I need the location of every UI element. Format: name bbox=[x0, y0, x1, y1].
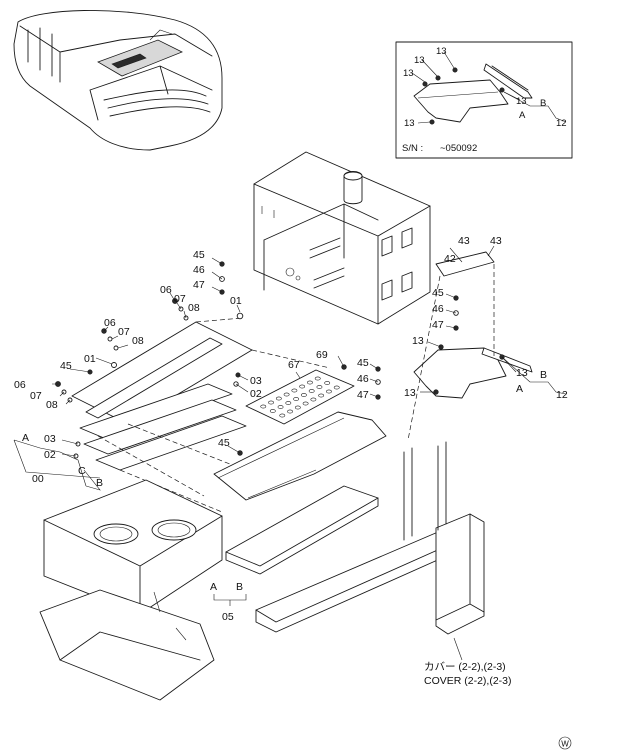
callout-01: 01 bbox=[230, 295, 242, 307]
perforation-hole bbox=[310, 397, 317, 402]
callout-08: 08 bbox=[188, 302, 200, 314]
tank-assembly bbox=[253, 151, 431, 325]
lower-frame bbox=[39, 479, 223, 701]
callout-45: 45 bbox=[60, 360, 72, 372]
callout-08: 08 bbox=[46, 399, 58, 411]
callout-69: 69 bbox=[316, 349, 328, 361]
svg-text:13: 13 bbox=[403, 68, 414, 79]
perforation-hole bbox=[287, 409, 293, 414]
cover-note-jp: カバー (2-2),(2-3) bbox=[424, 661, 506, 673]
step-plate bbox=[225, 485, 379, 575]
svg-text:12: 12 bbox=[556, 118, 567, 129]
callout-13: 13 bbox=[404, 387, 416, 399]
callout-06: 06 bbox=[160, 284, 172, 296]
perforation-hole bbox=[275, 396, 282, 401]
callout-ref-b: B bbox=[540, 369, 547, 381]
leader-lines bbox=[13, 245, 567, 661]
perforation-hole bbox=[314, 376, 321, 381]
callout-45: 45 bbox=[432, 287, 444, 299]
perforation-hole bbox=[260, 404, 267, 409]
callout-46: 46 bbox=[432, 303, 444, 315]
callout-07: 07 bbox=[118, 326, 130, 338]
callout-46: 46 bbox=[193, 264, 205, 276]
perforation-hole bbox=[277, 405, 284, 409]
svg-text:13: 13 bbox=[516, 96, 527, 107]
perforation-hole bbox=[269, 409, 276, 413]
callout-00: 00 bbox=[32, 473, 44, 485]
callout-ref-a: A bbox=[210, 581, 217, 593]
perforation-hole bbox=[285, 401, 292, 405]
svg-text:A: A bbox=[519, 110, 526, 121]
right-side-frame bbox=[255, 251, 533, 635]
callout-02: 02 bbox=[44, 449, 56, 461]
svg-text:B: B bbox=[540, 98, 546, 109]
cover-note-en: COVER (2-2),(2-3) bbox=[424, 675, 512, 687]
callout-01: 01 bbox=[84, 353, 96, 365]
perforated-plate bbox=[245, 369, 355, 425]
callout-labels: 45 46 47 06 07 08 01 06 07 08 01 45 06 0… bbox=[14, 235, 568, 623]
callout-07: 07 bbox=[30, 390, 42, 402]
floor-plate bbox=[213, 411, 387, 501]
svg-text:S/N :: S/N : bbox=[402, 143, 423, 154]
callout-45: 45 bbox=[193, 249, 205, 261]
callout-02: 02 bbox=[250, 388, 262, 400]
callout-13: 13 bbox=[412, 335, 424, 347]
watermark: W bbox=[558, 736, 572, 750]
perforation-hole bbox=[268, 400, 274, 405]
cover-reference-note: カバー (2-2),(2-3) COVER (2-2),(2-3) bbox=[424, 661, 512, 687]
callout-07: 07 bbox=[174, 293, 186, 305]
callout-47: 47 bbox=[193, 279, 205, 291]
callout-12: 12 bbox=[556, 389, 568, 401]
callout-47: 47 bbox=[357, 389, 369, 401]
svg-text:13: 13 bbox=[404, 118, 415, 129]
callout-08: 08 bbox=[132, 335, 144, 347]
perforation-hole bbox=[293, 397, 300, 401]
callout-43: 43 bbox=[490, 235, 502, 247]
callout-06: 06 bbox=[14, 379, 26, 391]
watermark-letter: W bbox=[561, 740, 569, 749]
callout-ref-a: A bbox=[516, 383, 523, 395]
perforation-hole bbox=[308, 389, 315, 393]
perforation-hole bbox=[326, 389, 332, 394]
callout-03: 03 bbox=[250, 375, 262, 387]
callout-05: 05 bbox=[222, 611, 234, 623]
callout-03: 03 bbox=[44, 433, 56, 445]
callout-46: 46 bbox=[357, 373, 369, 385]
callout-06: 06 bbox=[104, 317, 116, 329]
perforation-hole bbox=[318, 393, 325, 398]
perforation-hole bbox=[299, 384, 306, 389]
perforation-hole bbox=[324, 381, 331, 385]
perforation-hole bbox=[291, 388, 298, 393]
inset-detail-box: 13 13 13 13 13 A B 12 S/N : ~050092 bbox=[395, 41, 573, 159]
callout-47: 47 bbox=[432, 319, 444, 331]
perforation-hole bbox=[307, 380, 313, 385]
perforation-hole bbox=[333, 385, 340, 390]
callout-ref-b: B bbox=[96, 477, 103, 489]
callout-ref-c: C bbox=[78, 465, 86, 477]
callout-13: 13 bbox=[516, 367, 528, 379]
perforation-hole bbox=[302, 401, 309, 406]
callout-45: 45 bbox=[218, 437, 230, 449]
perforation-hole bbox=[316, 385, 323, 389]
svg-text:13: 13 bbox=[414, 55, 425, 66]
svg-text:~050092: ~050092 bbox=[440, 143, 477, 154]
callout-ref-a: A bbox=[22, 432, 29, 444]
callout-67: 67 bbox=[288, 359, 300, 371]
callout-45: 45 bbox=[357, 357, 369, 369]
svg-text:13: 13 bbox=[436, 46, 447, 57]
callout-42: 42 bbox=[444, 253, 456, 265]
perforation-hole bbox=[279, 413, 286, 418]
perforation-hole bbox=[283, 392, 290, 397]
perforation-hole bbox=[294, 405, 301, 410]
callout-43: 43 bbox=[458, 235, 470, 247]
callout-ref-b: B bbox=[236, 581, 243, 593]
left-board-assembly bbox=[13, 317, 331, 513]
perforation-hole bbox=[300, 393, 307, 397]
machine-overview-sketch bbox=[13, 9, 223, 151]
